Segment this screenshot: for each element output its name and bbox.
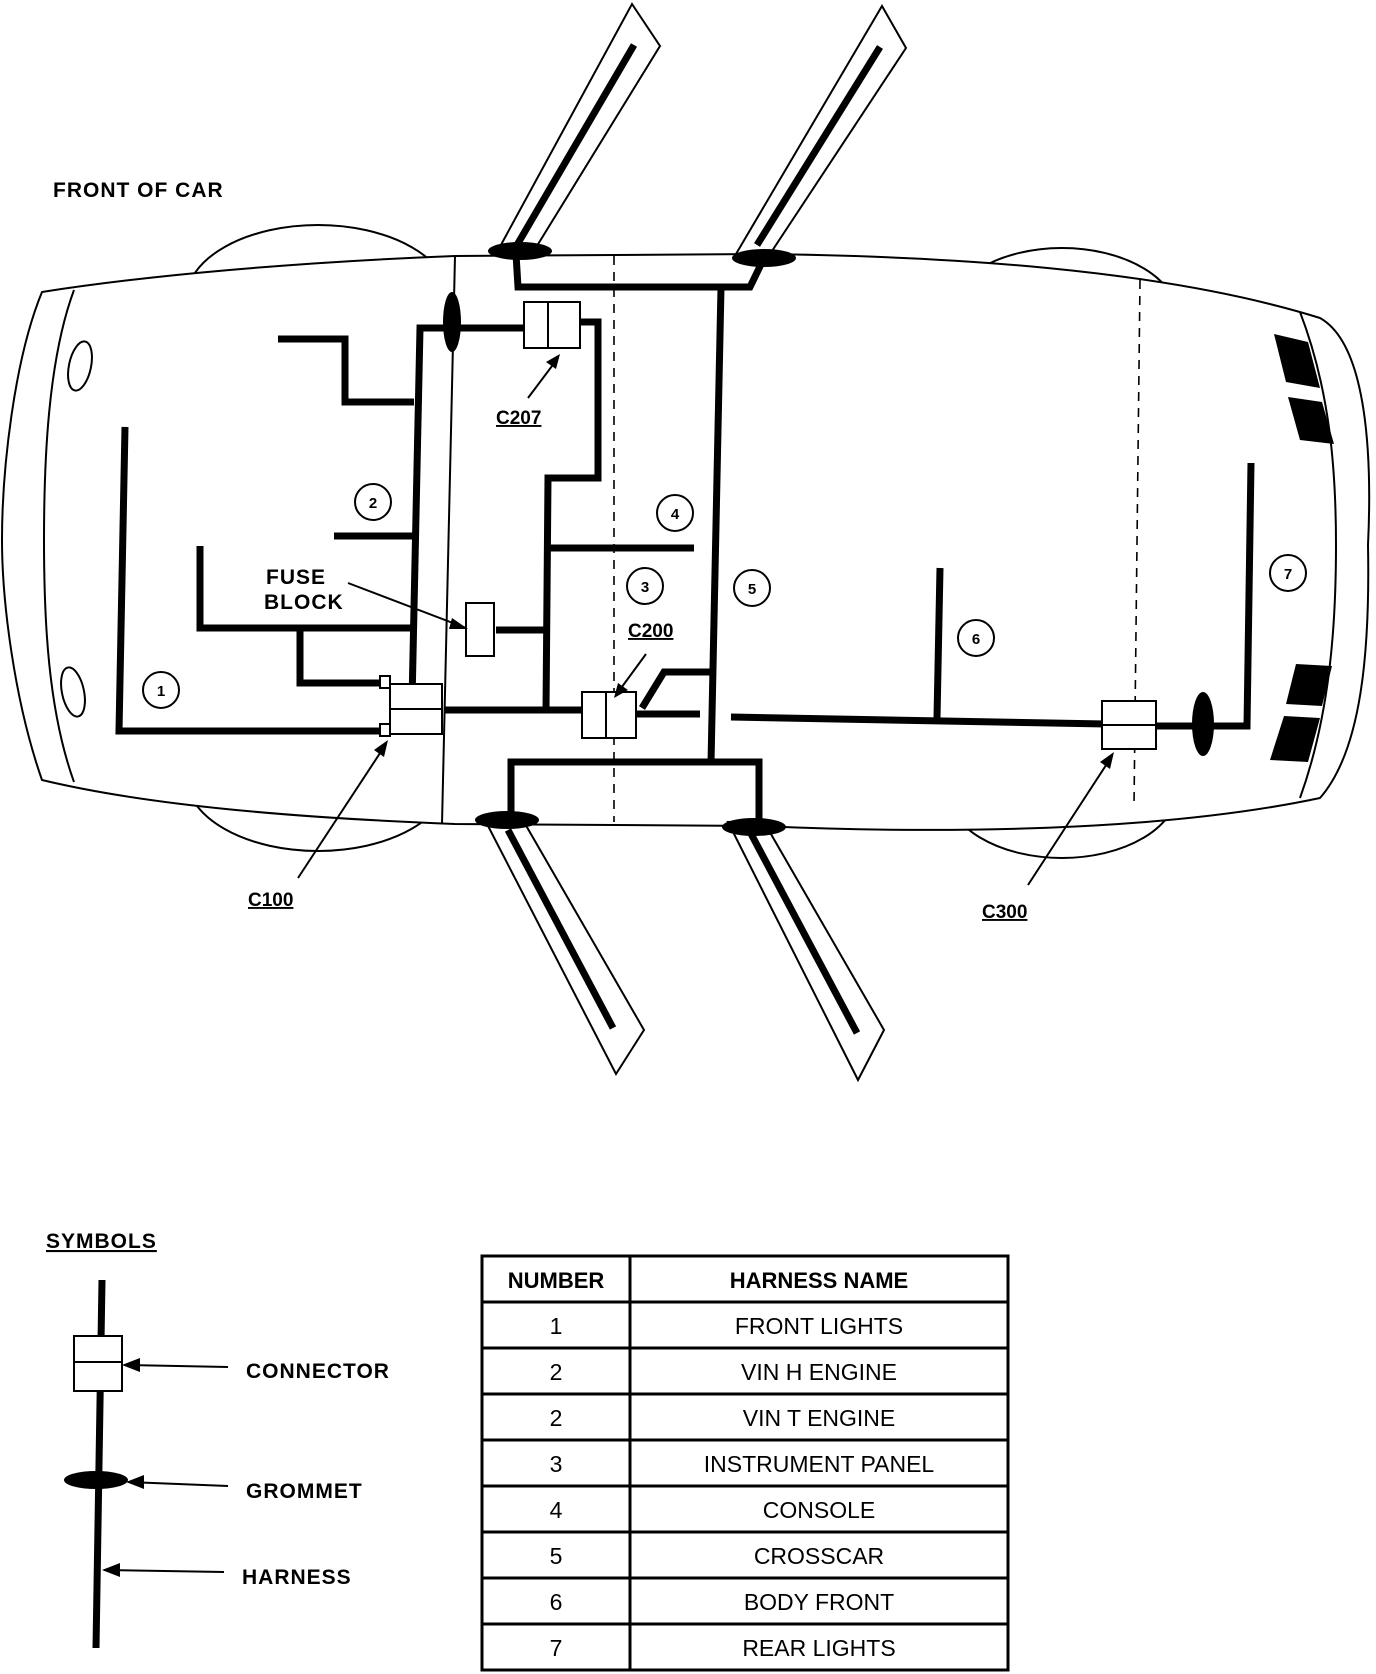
connector-label-c207: C207 (496, 408, 541, 429)
svg-text:REAR LIGHTS: REAR LIGHTS (742, 1635, 895, 1661)
svg-text:4: 4 (550, 1497, 563, 1523)
front-of-car-label: FRONT OF CAR (53, 179, 224, 202)
marker-7: 7 (1269, 554, 1307, 592)
svg-text:6: 6 (550, 1589, 563, 1615)
svg-text:FRONT LIGHTS: FRONT LIGHTS (735, 1313, 903, 1339)
connector-c200 (581, 691, 637, 739)
symbols-legend: SYMBOLS CONNECTOR GROMMET HARNESS (46, 1230, 390, 1649)
door-rear-left (734, 4, 908, 255)
connector-label-c200: C200 (628, 621, 673, 642)
fuse-block-label-line2: BLOCK (264, 591, 344, 614)
table-row: 7 REAR LIGHTS (550, 1635, 896, 1661)
symbol-connector-label: CONNECTOR (246, 1360, 390, 1383)
grommet-door-rear-right (722, 818, 786, 836)
grommet-door-front-right (475, 811, 539, 829)
marker-6: 6 (957, 619, 995, 657)
svg-text:VIN T ENGINE: VIN T ENGINE (743, 1405, 896, 1431)
svg-text:1: 1 (550, 1313, 563, 1339)
symbol-grommet (64, 1471, 128, 1489)
connector-label-c300: C300 (982, 902, 1027, 923)
table-row: 2 VIN T ENGINE (550, 1405, 896, 1431)
svg-text:BODY FRONT: BODY FRONT (744, 1589, 894, 1615)
symbol-harness-label: HARNESS (242, 1566, 352, 1589)
rear-bumper-line (1299, 311, 1338, 799)
door-front-right (484, 821, 646, 1077)
svg-text:2: 2 (369, 495, 377, 512)
svg-text:INSTRUMENT PANEL: INSTRUMENT PANEL (704, 1451, 935, 1477)
leader-lines (297, 354, 1114, 886)
door-harness-front-left (513, 43, 638, 247)
svg-text:2: 2 (550, 1359, 563, 1385)
marker-3: 3 (626, 567, 664, 605)
headlight-right (60, 666, 86, 718)
table-header-number: NUMBER (508, 1268, 605, 1293)
front-bumper-line (42, 289, 75, 783)
doors (484, 2, 908, 1083)
marker-4: 4 (656, 494, 694, 532)
svg-text:7: 7 (550, 1635, 563, 1661)
svg-text:5: 5 (550, 1543, 563, 1569)
svg-text:1: 1 (157, 683, 165, 700)
tail-lights (1270, 334, 1334, 762)
svg-text:6: 6 (972, 631, 980, 648)
table-row: 5 CROSSCAR (550, 1543, 885, 1569)
door-rear-right (726, 821, 886, 1083)
connector-c207 (523, 301, 581, 349)
marker-1: 1 (142, 671, 180, 709)
svg-text:CROSSCAR: CROSSCAR (754, 1543, 884, 1569)
svg-text:VIN H ENGINE: VIN H ENGINE (741, 1359, 897, 1385)
door-harness-front-right (504, 828, 617, 1030)
table-header-name: HARNESS NAME (730, 1268, 908, 1293)
door-front-left (494, 2, 662, 255)
svg-text:CONSOLE: CONSOLE (763, 1497, 875, 1523)
grommet-door-rear-left (732, 249, 796, 267)
svg-text:3: 3 (641, 579, 649, 596)
svg-text:5: 5 (748, 581, 756, 598)
harness-lines (115, 252, 1255, 822)
table-row: 6 BODY FRONT (550, 1589, 895, 1615)
table-row: 2 VIN H ENGINE (550, 1359, 897, 1385)
headlight-left (67, 340, 93, 392)
svg-text:4: 4 (671, 506, 680, 523)
symbol-grommet-label: GROMMET (246, 1480, 363, 1503)
car-body-outline (0, 252, 1371, 831)
marker-5: 5 (733, 569, 771, 607)
harness-markers: 1 2 3 4 5 6 7 (142, 483, 1307, 709)
svg-text:3: 3 (550, 1451, 563, 1477)
fuse-block (465, 602, 495, 657)
table-row: 4 CONSOLE (550, 1497, 876, 1523)
grommets (443, 242, 1214, 836)
connector-label-c100: C100 (248, 890, 293, 911)
grommet-door-front-left (488, 242, 552, 260)
connector-c300 (1101, 700, 1157, 750)
harness-table: NUMBER HARNESS NAME 1 FRONT LIGHTS 2 VIN… (480, 1254, 1010, 1672)
svg-text:7: 7 (1284, 566, 1292, 583)
symbol-connector-box (73, 1335, 123, 1392)
symbols-title: SYMBOLS (46, 1230, 157, 1253)
marker-2: 2 (354, 483, 392, 521)
grommet-firewall (443, 292, 461, 352)
table-row: 3 INSTRUMENT PANEL (550, 1451, 935, 1477)
door-harness-rear-left (754, 45, 883, 247)
grommet-rear (1192, 692, 1214, 756)
fuse-block-label-line1: FUSE (266, 566, 326, 589)
svg-text:2: 2 (550, 1405, 563, 1431)
table-row: 1 FRONT LIGHTS (550, 1313, 904, 1339)
door-harness-rear-right (745, 828, 861, 1035)
connector-c100 (379, 675, 443, 737)
